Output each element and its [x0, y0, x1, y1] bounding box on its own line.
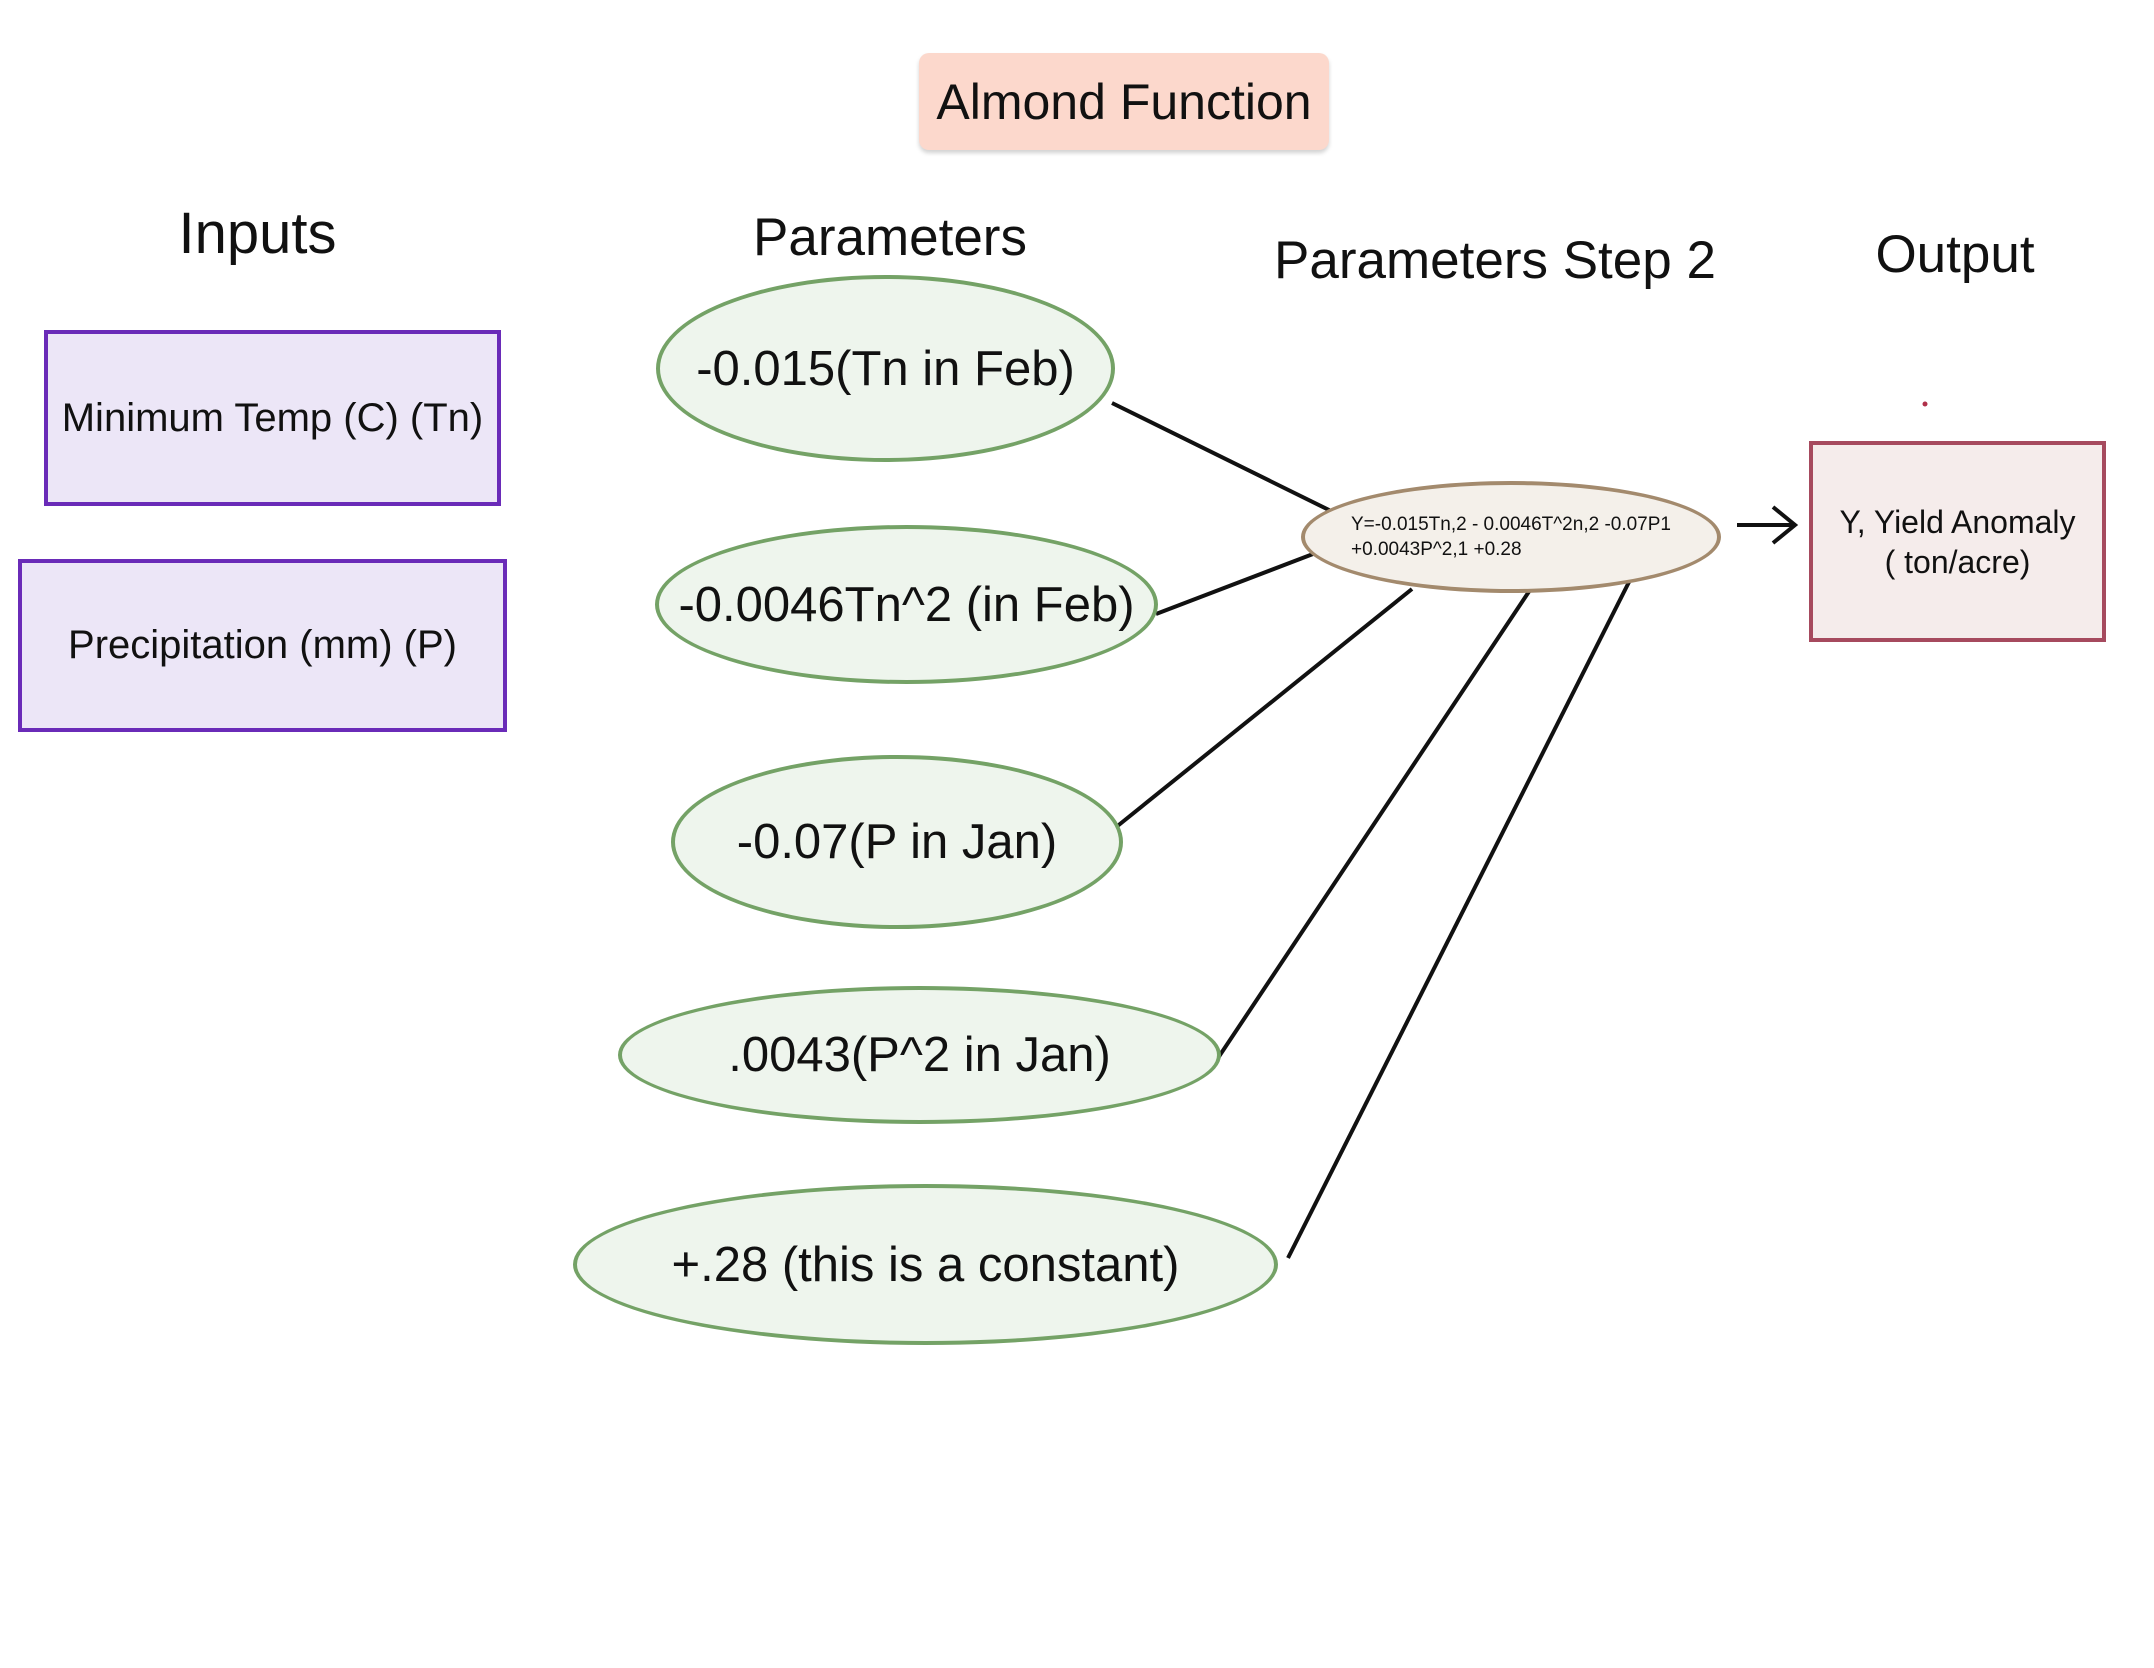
param-tn-feb: -0.015(Tn in Feb) [656, 275, 1115, 462]
output-label-line-1: Y, Yield Anomaly [1839, 503, 2076, 540]
input-min-temp: Minimum Temp (C) (Tn) [44, 330, 501, 506]
param-tn-feb-label: -0.015(Tn in Feb) [696, 341, 1075, 396]
diagram-title-text: Almond Function [936, 73, 1312, 130]
output-heading: Output [1875, 225, 2035, 284]
input-precipitation: Precipitation (mm) (P) [18, 559, 507, 732]
connector-param-4 [1216, 588, 1532, 1060]
diagram-title: Almond Function [919, 53, 1329, 150]
parameters-step2-heading: Parameters Step 2 [1274, 231, 1716, 290]
output-box: Y, Yield Anomaly ( ton/acre) [1809, 441, 2106, 642]
param-p2-jan-label: .0043(P^2 in Jan) [728, 1028, 1111, 1082]
output-label-line-2: ( ton/acre) [1884, 543, 2031, 580]
connector-param-2 [1155, 552, 1314, 616]
equation-line-1: Y=-0.015Tn,2 - 0.0046T^2n,2 -0.07P1 [1351, 514, 1671, 535]
inputs-heading: Inputs [178, 201, 337, 266]
param-p2-jan: .0043(P^2 in Jan) [618, 986, 1221, 1124]
param-constant: +.28 (this is a constant) [573, 1184, 1278, 1345]
parameters-heading: Parameters [753, 208, 1027, 267]
input-min-temp-label: Minimum Temp (C) (Tn) [61, 395, 484, 440]
param-p-jan-label: -0.07(P in Jan) [736, 815, 1058, 869]
equation-node: Y=-0.015Tn,2 - 0.0046T^2n,2 -0.07P1 +0.0… [1301, 481, 1721, 593]
arrowhead-icon [1771, 505, 1799, 545]
stray-dot [1922, 401, 1928, 407]
connector-param-1 [1111, 401, 1332, 513]
param-tn2-feb: -0.0046Tn^2 (in Feb) [655, 525, 1158, 684]
param-constant-label: +.28 (this is a constant) [671, 1237, 1180, 1292]
input-precipitation-label: Precipitation (mm) (P) [68, 623, 457, 667]
connector-param-3 [1113, 587, 1414, 830]
param-tn2-feb-label: -0.0046Tn^2 (in Feb) [678, 577, 1135, 632]
connector-param-5 [1286, 579, 1632, 1259]
equation-line-2: +0.0043P^2,1 +0.28 [1351, 539, 1522, 560]
param-p-jan: -0.07(P in Jan) [671, 755, 1123, 929]
